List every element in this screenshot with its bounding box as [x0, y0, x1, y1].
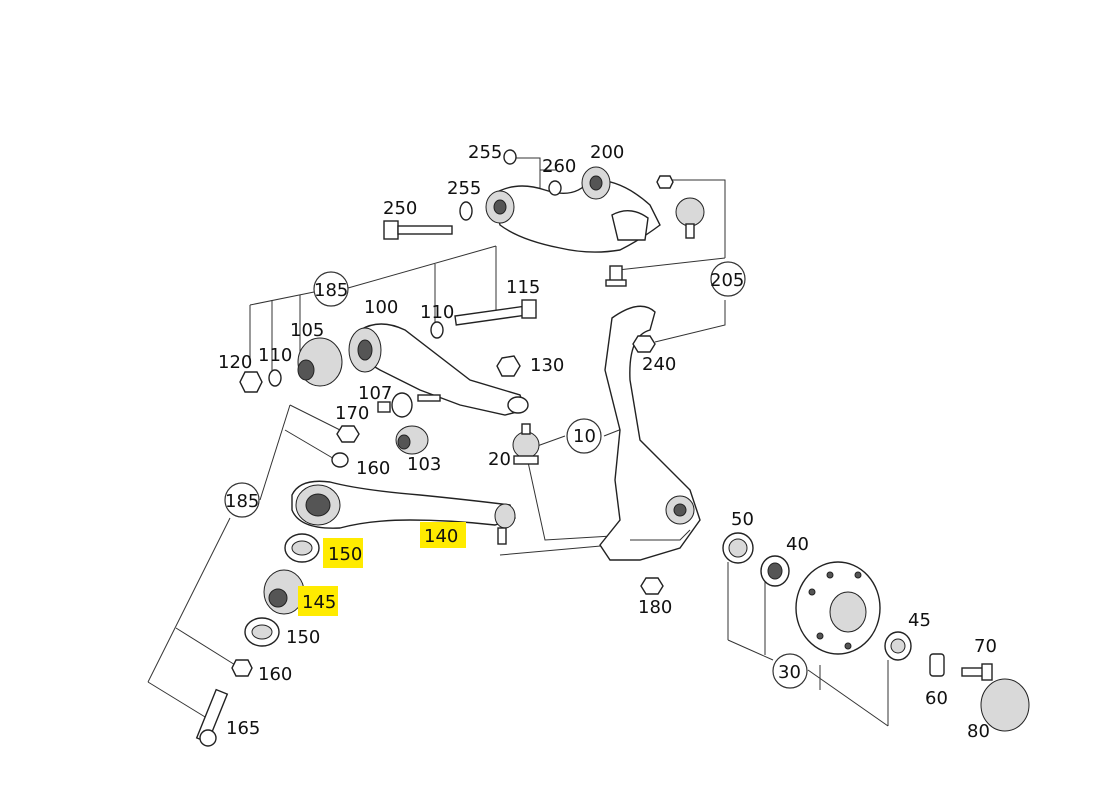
upper-hardware — [383, 149, 705, 287]
steering-knuckle — [512, 305, 701, 595]
label-50: 50 — [731, 509, 754, 530]
highlight-145 — [298, 586, 338, 616]
label-255-top: 255 — [468, 142, 502, 163]
label-260: 260 — [542, 156, 576, 177]
label-105: 105 — [290, 320, 324, 341]
label-115: 115 — [506, 277, 540, 298]
label-140: 140 — [424, 526, 458, 547]
lower-rear-arm — [239, 299, 537, 455]
label-45: 45 — [908, 610, 931, 631]
label-107: 107 — [358, 383, 392, 404]
callout-labels: 255 260 200 255 250 205 185 100 110 115 … — [218, 142, 997, 742]
circle-30 — [772, 653, 808, 689]
label-170: 170 — [335, 403, 369, 424]
label-150-top: 150 — [328, 544, 362, 565]
lower-bushing-stack — [195, 425, 360, 747]
highlights — [298, 522, 466, 616]
label-180: 180 — [638, 597, 672, 618]
upper-control-arm — [485, 166, 661, 253]
circle-185-upper — [313, 271, 349, 307]
label-250: 250 — [383, 198, 417, 219]
label-10: 10 — [573, 426, 596, 447]
label-165: 165 — [226, 718, 260, 739]
label-30: 30 — [778, 662, 801, 683]
label-255-mid: 255 — [447, 178, 481, 199]
label-240: 240 — [642, 354, 676, 375]
label-160-lower: 160 — [258, 664, 292, 685]
label-110-right: 110 — [420, 302, 454, 323]
lower-front-arm — [291, 480, 516, 545]
highlight-140 — [420, 522, 466, 548]
label-110-left: 110 — [258, 345, 292, 366]
label-185-upper: 185 — [314, 280, 348, 301]
label-130: 130 — [530, 355, 564, 376]
label-205: 205 — [710, 270, 744, 291]
label-145: 145 — [302, 592, 336, 613]
label-160-upper: 160 — [356, 458, 390, 479]
label-150-bottom: 150 — [286, 627, 320, 648]
highlight-150 — [323, 538, 363, 568]
label-200: 200 — [590, 142, 624, 163]
circle-205 — [710, 261, 746, 297]
callout-circles — [224, 261, 808, 689]
label-20: 20 — [488, 449, 511, 470]
label-100: 100 — [364, 297, 398, 318]
label-80: 80 — [967, 721, 990, 742]
label-185-lower: 185 — [225, 491, 259, 512]
label-70: 70 — [974, 636, 997, 657]
label-120: 120 — [218, 352, 252, 373]
circle-185-lower — [224, 482, 260, 518]
circle-10 — [566, 418, 602, 454]
wheel-hub-assembly — [722, 532, 1030, 732]
label-103: 103 — [407, 454, 441, 475]
leader-lines — [147, 157, 889, 727]
label-40: 40 — [786, 534, 809, 555]
label-60: 60 — [925, 688, 948, 709]
